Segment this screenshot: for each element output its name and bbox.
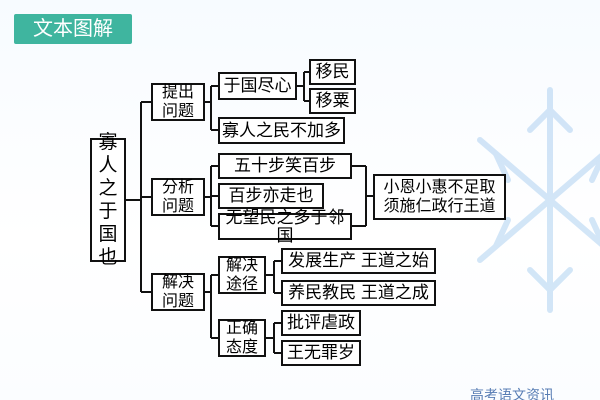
item-guaren-min-box: 寡人之民不加多 xyxy=(218,117,345,144)
branch-solve-question-box: 解决 问题 xyxy=(151,273,205,311)
item-wushi-bu-box: 五十步笑百步 xyxy=(218,153,352,179)
correct-attitude-box: 正确 态度 xyxy=(218,319,266,357)
item-yangmin-box: 养民教民 王道之成 xyxy=(281,280,436,306)
watermark-text: 高考语文资讯 xyxy=(470,387,554,400)
item-yi-min-box: 移民 xyxy=(309,59,356,85)
section-title: 文本图解 xyxy=(14,14,132,44)
root-title-box: 寡 人 之 于 国 也 xyxy=(90,132,126,268)
item-baibu-box: 百步亦走也 xyxy=(218,183,324,209)
item-fazhan-box: 发展生产 王道之始 xyxy=(281,248,436,274)
item-wangwu-box: 王无罪岁 xyxy=(281,340,361,366)
branch-pose-question-box: 提出 问题 xyxy=(151,83,205,121)
conclusion-box: 小恩小惠不足取 须施仁政行王道 xyxy=(373,174,506,220)
item-yi-su-box: 移粟 xyxy=(309,88,356,114)
item-piping-box: 批评虐政 xyxy=(281,310,361,336)
snowflake-icon xyxy=(477,87,600,313)
item-yu-guo-jin-xin-box: 于国尽心 xyxy=(218,72,297,100)
solve-path-box: 解决 途径 xyxy=(218,256,266,294)
branch-analyze-question-box: 分析 问题 xyxy=(151,178,205,216)
item-wuwang-min-box: 无望民之多于邻国 xyxy=(218,208,352,244)
